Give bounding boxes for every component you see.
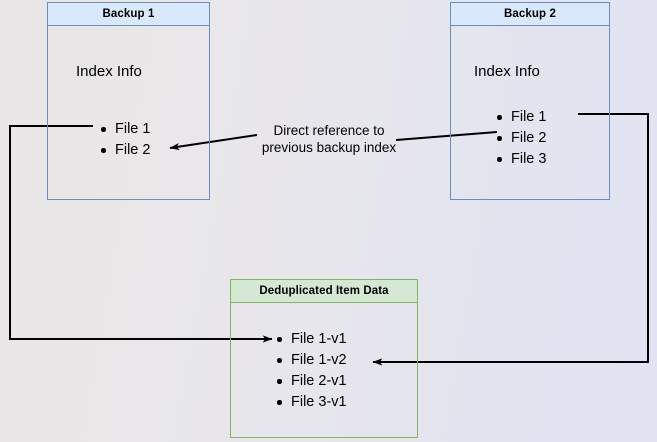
backup2-box[interactable]: Backup 2 Index Info File 1 File 2 File 3 [450, 2, 610, 200]
dedup-list-item[interactable]: File 3-v1 [276, 392, 347, 413]
connector-backup1-file1-to-dedup [9, 125, 273, 343]
backup2-list-item[interactable]: File 3 [496, 149, 546, 170]
connector-label-to-backup1-file2 [169, 134, 258, 151]
dedup-body: File 1-v1 File 1-v2 File 2-v1 File 3-v1 [231, 303, 417, 437]
backup1-box[interactable]: Backup 1 Index Info File 1 File 2 [47, 2, 210, 200]
dedup-file-list: File 1-v1 File 1-v2 File 2-v1 File 3-v1 [276, 329, 347, 413]
direct-reference-line2: previous backup index [261, 140, 397, 155]
connector-backup2-file1-to-dedup [372, 113, 649, 366]
dedup-list-item[interactable]: File 1-v2 [276, 350, 347, 371]
backup2-file-list: File 1 File 2 File 3 [496, 107, 546, 170]
backup1-list-item[interactable]: File 1 [100, 119, 150, 140]
direct-reference-annotation: Direct reference to previous backup inde… [249, 122, 409, 156]
direct-reference-line1: Direct reference to [273, 123, 385, 138]
backup1-body: Index Info File 1 File 2 [48, 26, 209, 199]
backup2-list-item[interactable]: File 1 [496, 107, 546, 128]
connector-backup2-file2-to-label [395, 131, 498, 141]
dedup-list-item[interactable]: File 1-v1 [276, 329, 347, 350]
backup2-index-info-label: Index Info [474, 63, 540, 80]
backup2-list-item[interactable]: File 2 [496, 128, 546, 149]
backup2-header: Backup 2 [451, 3, 609, 26]
backup1-file-list: File 1 File 2 [100, 119, 150, 161]
dedup-list-item[interactable]: File 2-v1 [276, 371, 347, 392]
backup1-list-item[interactable]: File 2 [100, 140, 150, 161]
dedup-header: Deduplicated Item Data [231, 280, 417, 303]
backup1-header: Backup 1 [48, 3, 209, 26]
backup2-body: Index Info File 1 File 2 File 3 [451, 26, 609, 199]
backup1-index-info-label: Index Info [76, 63, 142, 80]
dedup-box[interactable]: Deduplicated Item Data File 1-v1 File 1-… [230, 279, 418, 438]
